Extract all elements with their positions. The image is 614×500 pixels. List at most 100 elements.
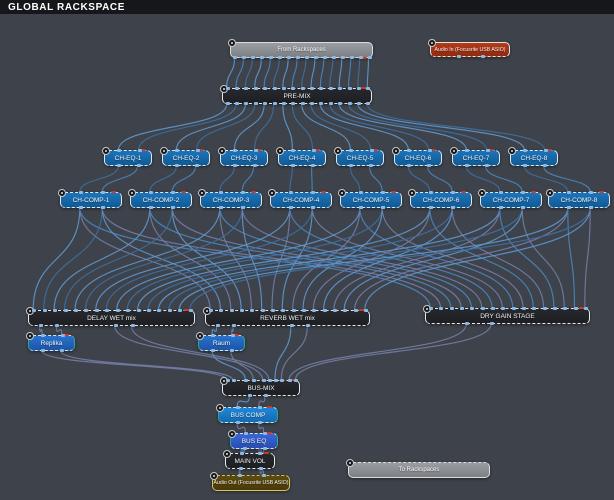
audio-port[interactable] bbox=[301, 102, 305, 105]
audio-cable[interactable] bbox=[211, 350, 246, 381]
audio-port[interactable] bbox=[319, 102, 323, 105]
audio-port[interactable] bbox=[254, 87, 258, 90]
audio-cable[interactable] bbox=[137, 207, 431, 311]
audio-port[interactable] bbox=[168, 309, 172, 312]
audio-port[interactable] bbox=[126, 309, 130, 312]
audio-port[interactable] bbox=[381, 191, 385, 194]
power-button[interactable] bbox=[128, 189, 136, 197]
audio-port[interactable] bbox=[465, 322, 469, 325]
audio-cable[interactable] bbox=[338, 57, 343, 89]
audio-port[interactable] bbox=[278, 56, 282, 59]
audio-cable[interactable] bbox=[523, 165, 569, 193]
audio-port[interactable] bbox=[343, 309, 347, 312]
audio-port[interactable] bbox=[262, 379, 266, 382]
audio-port[interactable] bbox=[105, 309, 109, 312]
power-button[interactable] bbox=[276, 147, 284, 155]
midi-port-icon[interactable] bbox=[599, 191, 604, 193]
audio-cable[interactable] bbox=[254, 57, 262, 89]
audio-cable[interactable] bbox=[32, 207, 81, 311]
node-reverb_wet[interactable]: REVERB WET mix bbox=[203, 307, 370, 327]
audio-port[interactable] bbox=[282, 102, 286, 105]
midi-port-icon[interactable] bbox=[531, 191, 536, 193]
audio-port[interactable] bbox=[359, 56, 363, 59]
power-button[interactable] bbox=[102, 147, 110, 155]
audio-cable[interactable] bbox=[280, 325, 308, 381]
midi-port-icon[interactable] bbox=[64, 334, 69, 336]
audio-port[interactable] bbox=[117, 149, 121, 152]
audio-cable[interactable] bbox=[43, 207, 103, 311]
midi-port-icon[interactable] bbox=[547, 149, 552, 151]
audio-port[interactable] bbox=[95, 309, 99, 312]
power-button[interactable] bbox=[216, 404, 224, 412]
audio-port[interactable] bbox=[242, 56, 246, 59]
audio-cable[interactable] bbox=[254, 103, 275, 151]
audio-port[interactable] bbox=[296, 56, 300, 59]
audio-port[interactable] bbox=[230, 309, 234, 312]
power-button[interactable] bbox=[334, 147, 342, 155]
audio-port[interactable] bbox=[261, 309, 265, 312]
audio-port[interactable] bbox=[465, 149, 469, 152]
audio-port[interactable] bbox=[332, 56, 336, 59]
audio-port[interactable] bbox=[486, 149, 490, 152]
audio-port[interactable] bbox=[357, 102, 361, 105]
audio-cable[interactable] bbox=[485, 165, 523, 193]
audio-cable[interactable] bbox=[101, 165, 139, 193]
audio-port[interactable] bbox=[574, 307, 578, 310]
audio-cable[interactable] bbox=[319, 57, 325, 89]
audio-port[interactable] bbox=[470, 307, 474, 310]
audio-port[interactable] bbox=[263, 87, 267, 90]
audio-port[interactable] bbox=[287, 56, 291, 59]
midi-port-icon[interactable] bbox=[251, 191, 256, 193]
audio-port[interactable] bbox=[79, 191, 83, 194]
audio-cable[interactable] bbox=[116, 207, 361, 311]
audio-port[interactable] bbox=[312, 149, 316, 152]
audio-port[interactable] bbox=[240, 452, 244, 455]
audio-cable[interactable] bbox=[79, 207, 211, 311]
audio-cable[interactable] bbox=[63, 207, 173, 311]
audio-port[interactable] bbox=[226, 102, 230, 105]
audio-port[interactable] bbox=[232, 324, 236, 327]
power-button[interactable] bbox=[408, 189, 416, 197]
audio-port[interactable] bbox=[302, 309, 306, 312]
power-button[interactable] bbox=[450, 147, 458, 155]
audio-port[interactable] bbox=[251, 56, 255, 59]
audio-cable[interactable] bbox=[258, 422, 265, 434]
audio-port[interactable] bbox=[41, 349, 45, 352]
audio-port[interactable] bbox=[429, 307, 433, 310]
audio-cable[interactable] bbox=[274, 325, 292, 381]
audio-cable[interactable] bbox=[329, 103, 430, 151]
audio-port[interactable] bbox=[41, 334, 45, 337]
audio-port[interactable] bbox=[481, 55, 485, 58]
node-raum[interactable]: Raum bbox=[196, 332, 245, 352]
audio-port[interactable] bbox=[53, 309, 57, 312]
audio-cable[interactable] bbox=[567, 207, 576, 309]
audio-port[interactable] bbox=[74, 309, 78, 312]
audio-cable[interactable] bbox=[311, 207, 503, 309]
node-ch_eq_7[interactable]: CH-EQ-7 bbox=[450, 147, 500, 167]
audio-cable[interactable] bbox=[357, 57, 361, 89]
audio-port[interactable] bbox=[178, 309, 182, 312]
audio-cable[interactable] bbox=[236, 395, 250, 408]
audio-port[interactable] bbox=[427, 164, 431, 167]
node-bus_mix[interactable]: BUS-MIX bbox=[220, 377, 300, 397]
audio-port[interactable] bbox=[481, 307, 485, 310]
power-button[interactable] bbox=[228, 430, 236, 438]
audio-cable[interactable] bbox=[79, 207, 431, 309]
audio-cable[interactable] bbox=[233, 103, 265, 151]
audio-port[interactable] bbox=[269, 56, 273, 59]
audio-port[interactable] bbox=[291, 164, 295, 167]
audio-port[interactable] bbox=[244, 379, 248, 382]
audio-port[interactable] bbox=[32, 309, 36, 312]
audio-port[interactable] bbox=[589, 206, 593, 209]
audio-port[interactable] bbox=[262, 474, 266, 477]
audio-cable[interactable] bbox=[301, 57, 307, 89]
audio-cable[interactable] bbox=[226, 57, 236, 89]
node-ch_comp_8[interactable]: CH-COMP-8 bbox=[546, 189, 610, 209]
audio-port[interactable] bbox=[55, 324, 59, 327]
audio-port[interactable] bbox=[366, 87, 370, 90]
audio-port[interactable] bbox=[263, 432, 267, 435]
node-ch_eq_8[interactable]: CH-EQ-8 bbox=[508, 147, 558, 167]
audio-port[interactable] bbox=[301, 87, 305, 90]
audio-cable[interactable] bbox=[236, 422, 246, 434]
